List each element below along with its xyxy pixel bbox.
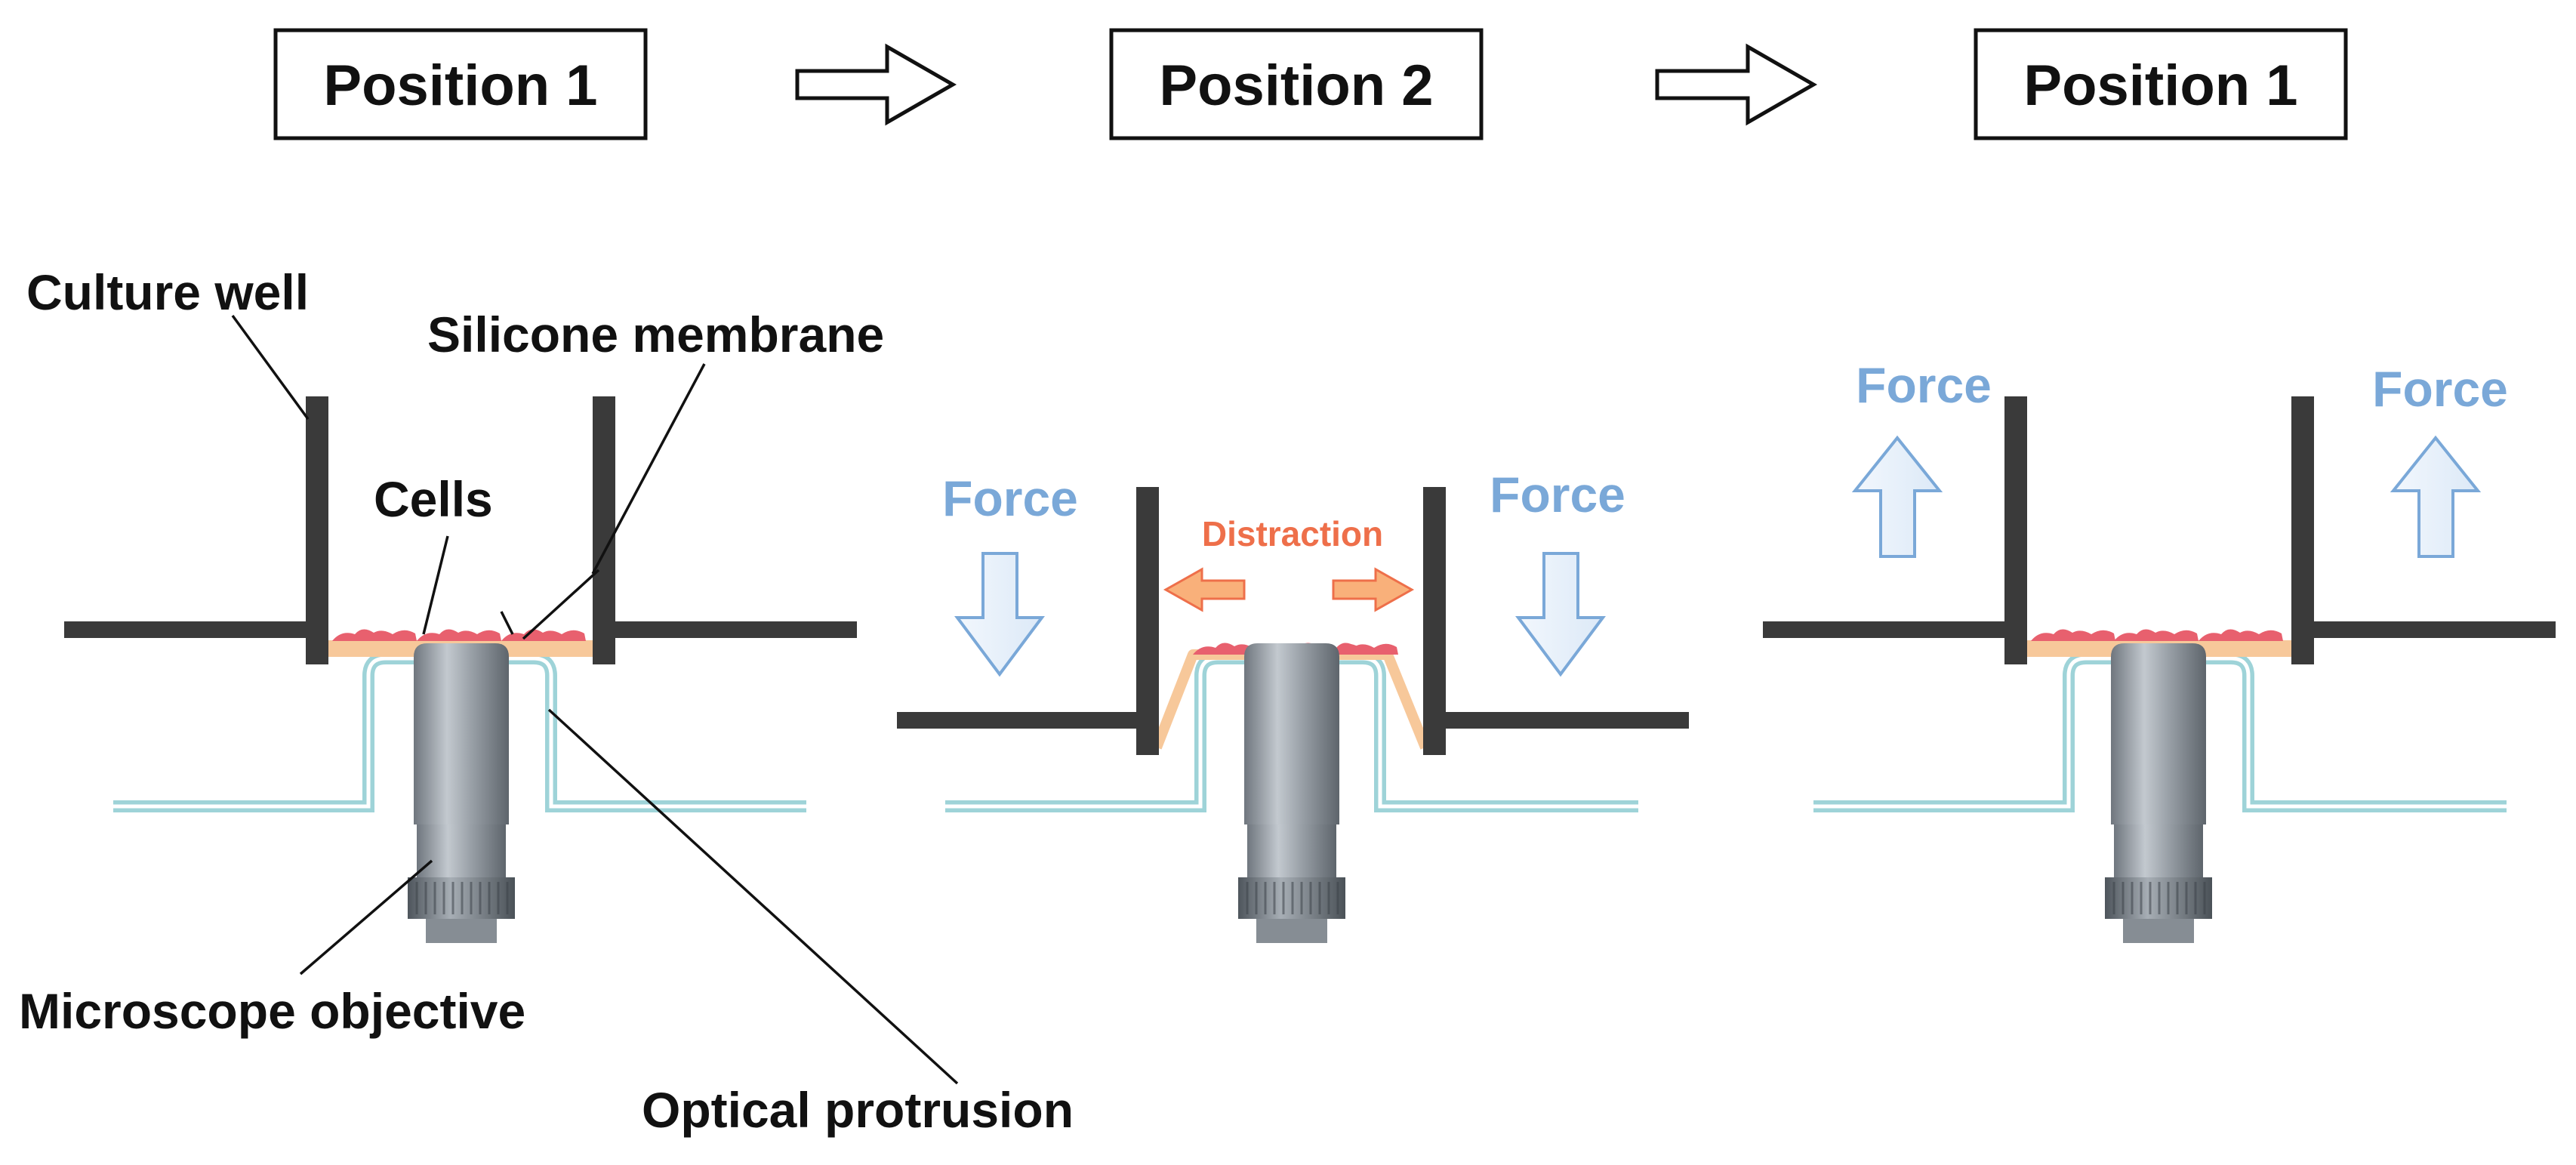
step-box-3: Position 1 bbox=[1974, 28, 2348, 140]
label-culture-well: Culture well bbox=[26, 264, 309, 320]
force-arrow-up-left bbox=[1851, 435, 1943, 558]
step-label-2: Position 2 bbox=[1159, 54, 1433, 118]
label-optical-protrusion: Optical protrusion bbox=[642, 1082, 1074, 1138]
flow-arrow-2 bbox=[1655, 43, 1818, 126]
step-box-2: Position 2 bbox=[1109, 28, 1484, 140]
cells-shape-3 bbox=[2031, 629, 2283, 641]
label-silicone-membrane: Silicone membrane bbox=[427, 307, 884, 362]
culture-well-shape-3 bbox=[1763, 396, 2556, 664]
microscope-objective-shape bbox=[406, 642, 516, 945]
distraction-arrow-right bbox=[1332, 567, 1415, 612]
cells-shape bbox=[332, 629, 586, 641]
force-label-left: Force bbox=[942, 470, 1078, 526]
panel-1: Culture well Silicone membrane Cells Mic… bbox=[19, 264, 1074, 1138]
distraction-arrow-left bbox=[1163, 567, 1246, 612]
force-arrow-down-right bbox=[1515, 552, 1606, 677]
panel-2: Force Force Distraction bbox=[897, 467, 1689, 945]
flow-arrow-1 bbox=[795, 43, 957, 126]
force-label-right-3: Force bbox=[2372, 361, 2508, 417]
step-box-1: Position 1 bbox=[273, 28, 648, 140]
step-label-1: Position 1 bbox=[323, 54, 597, 118]
force-arrow-down-left bbox=[954, 552, 1045, 677]
panel-3: Force Force bbox=[1763, 357, 2556, 945]
distraction-label: Distraction bbox=[1202, 514, 1383, 553]
force-arrow-up-right bbox=[2390, 435, 2482, 558]
label-cells: Cells bbox=[374, 471, 493, 527]
force-label-right: Force bbox=[1490, 467, 1625, 522]
culture-well-shape bbox=[64, 396, 857, 664]
step-label-3: Position 1 bbox=[2023, 54, 2297, 118]
culture-well-shape-2 bbox=[897, 487, 1689, 755]
force-label-left-3: Force bbox=[1856, 357, 1992, 413]
label-microscope-objective: Microscope objective bbox=[19, 983, 525, 1039]
